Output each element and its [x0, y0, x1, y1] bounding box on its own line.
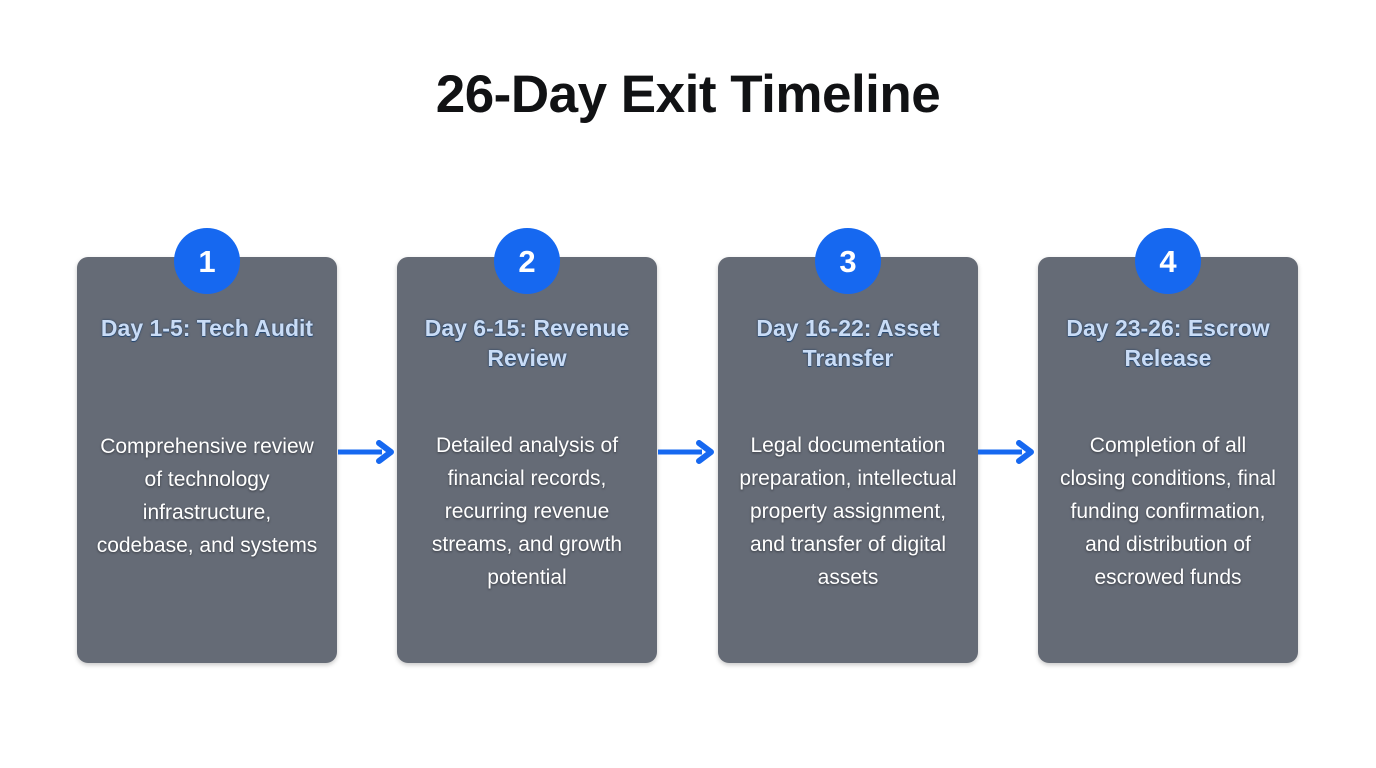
step-body-4: Completion of all closing conditions, fi…	[1060, 433, 1276, 589]
step-body-wrap-1: Comprehensive review of technology infra…	[95, 351, 319, 643]
step-card-4[interactable]: Day 23-26: Escrow Release Completion of …	[1038, 257, 1298, 663]
step-heading-2: Day 6-15: Revenue Review	[424, 315, 630, 372]
step-body-wrap-4: Completion of all closing conditions, fi…	[1056, 382, 1280, 643]
step-body-1: Comprehensive review of technology infra…	[96, 435, 318, 558]
connector-3-to-4	[978, 440, 1038, 464]
arrow-right-icon	[338, 440, 394, 464]
step-badge-2: 2	[494, 228, 560, 294]
step-heading-4: Day 23-26: Escrow Release	[1066, 315, 1270, 372]
timeline-step-1[interactable]: 1 Day 1-5: Tech Audit Comprehensive revi…	[77, 228, 337, 663]
step-card-3[interactable]: Day 16-22: Asset Transfer Legal document…	[718, 257, 978, 663]
connector-2-to-3	[658, 440, 718, 464]
step-card-2[interactable]: Day 6-15: Revenue Review Detailed analys…	[397, 257, 657, 663]
step-heading-1: Day 1-5: Tech Audit	[100, 315, 314, 341]
step-badge-1: 1	[174, 228, 240, 294]
timeline-container: 1 Day 1-5: Tech Audit Comprehensive revi…	[77, 228, 1299, 664]
page-title: 26-Day Exit Timeline	[435, 65, 941, 124]
arrow-right-icon	[658, 440, 714, 464]
connector-1-to-2	[338, 440, 398, 464]
step-card-1[interactable]: Day 1-5: Tech Audit Comprehensive review…	[77, 257, 337, 663]
step-body-wrap-3: Legal documentation preparation, intelle…	[736, 382, 960, 643]
step-body-wrap-2: Detailed analysis of financial records, …	[415, 382, 639, 643]
timeline-step-2[interactable]: 2 Day 6-15: Revenue Review Detailed anal…	[397, 228, 657, 663]
step-badge-3: 3	[815, 228, 881, 294]
step-body-3: Legal documentation preparation, intelle…	[739, 433, 957, 589]
timeline-step-3[interactable]: 3 Day 16-22: Asset Transfer Legal docume…	[718, 228, 978, 663]
step-badge-4: 4	[1135, 228, 1201, 294]
timeline-step-4[interactable]: 4 Day 23-26: Escrow Release Completion o…	[1038, 228, 1298, 663]
arrow-right-icon	[978, 440, 1034, 464]
step-heading-3: Day 16-22: Asset Transfer	[756, 315, 940, 372]
step-body-2: Detailed analysis of financial records, …	[431, 433, 623, 589]
